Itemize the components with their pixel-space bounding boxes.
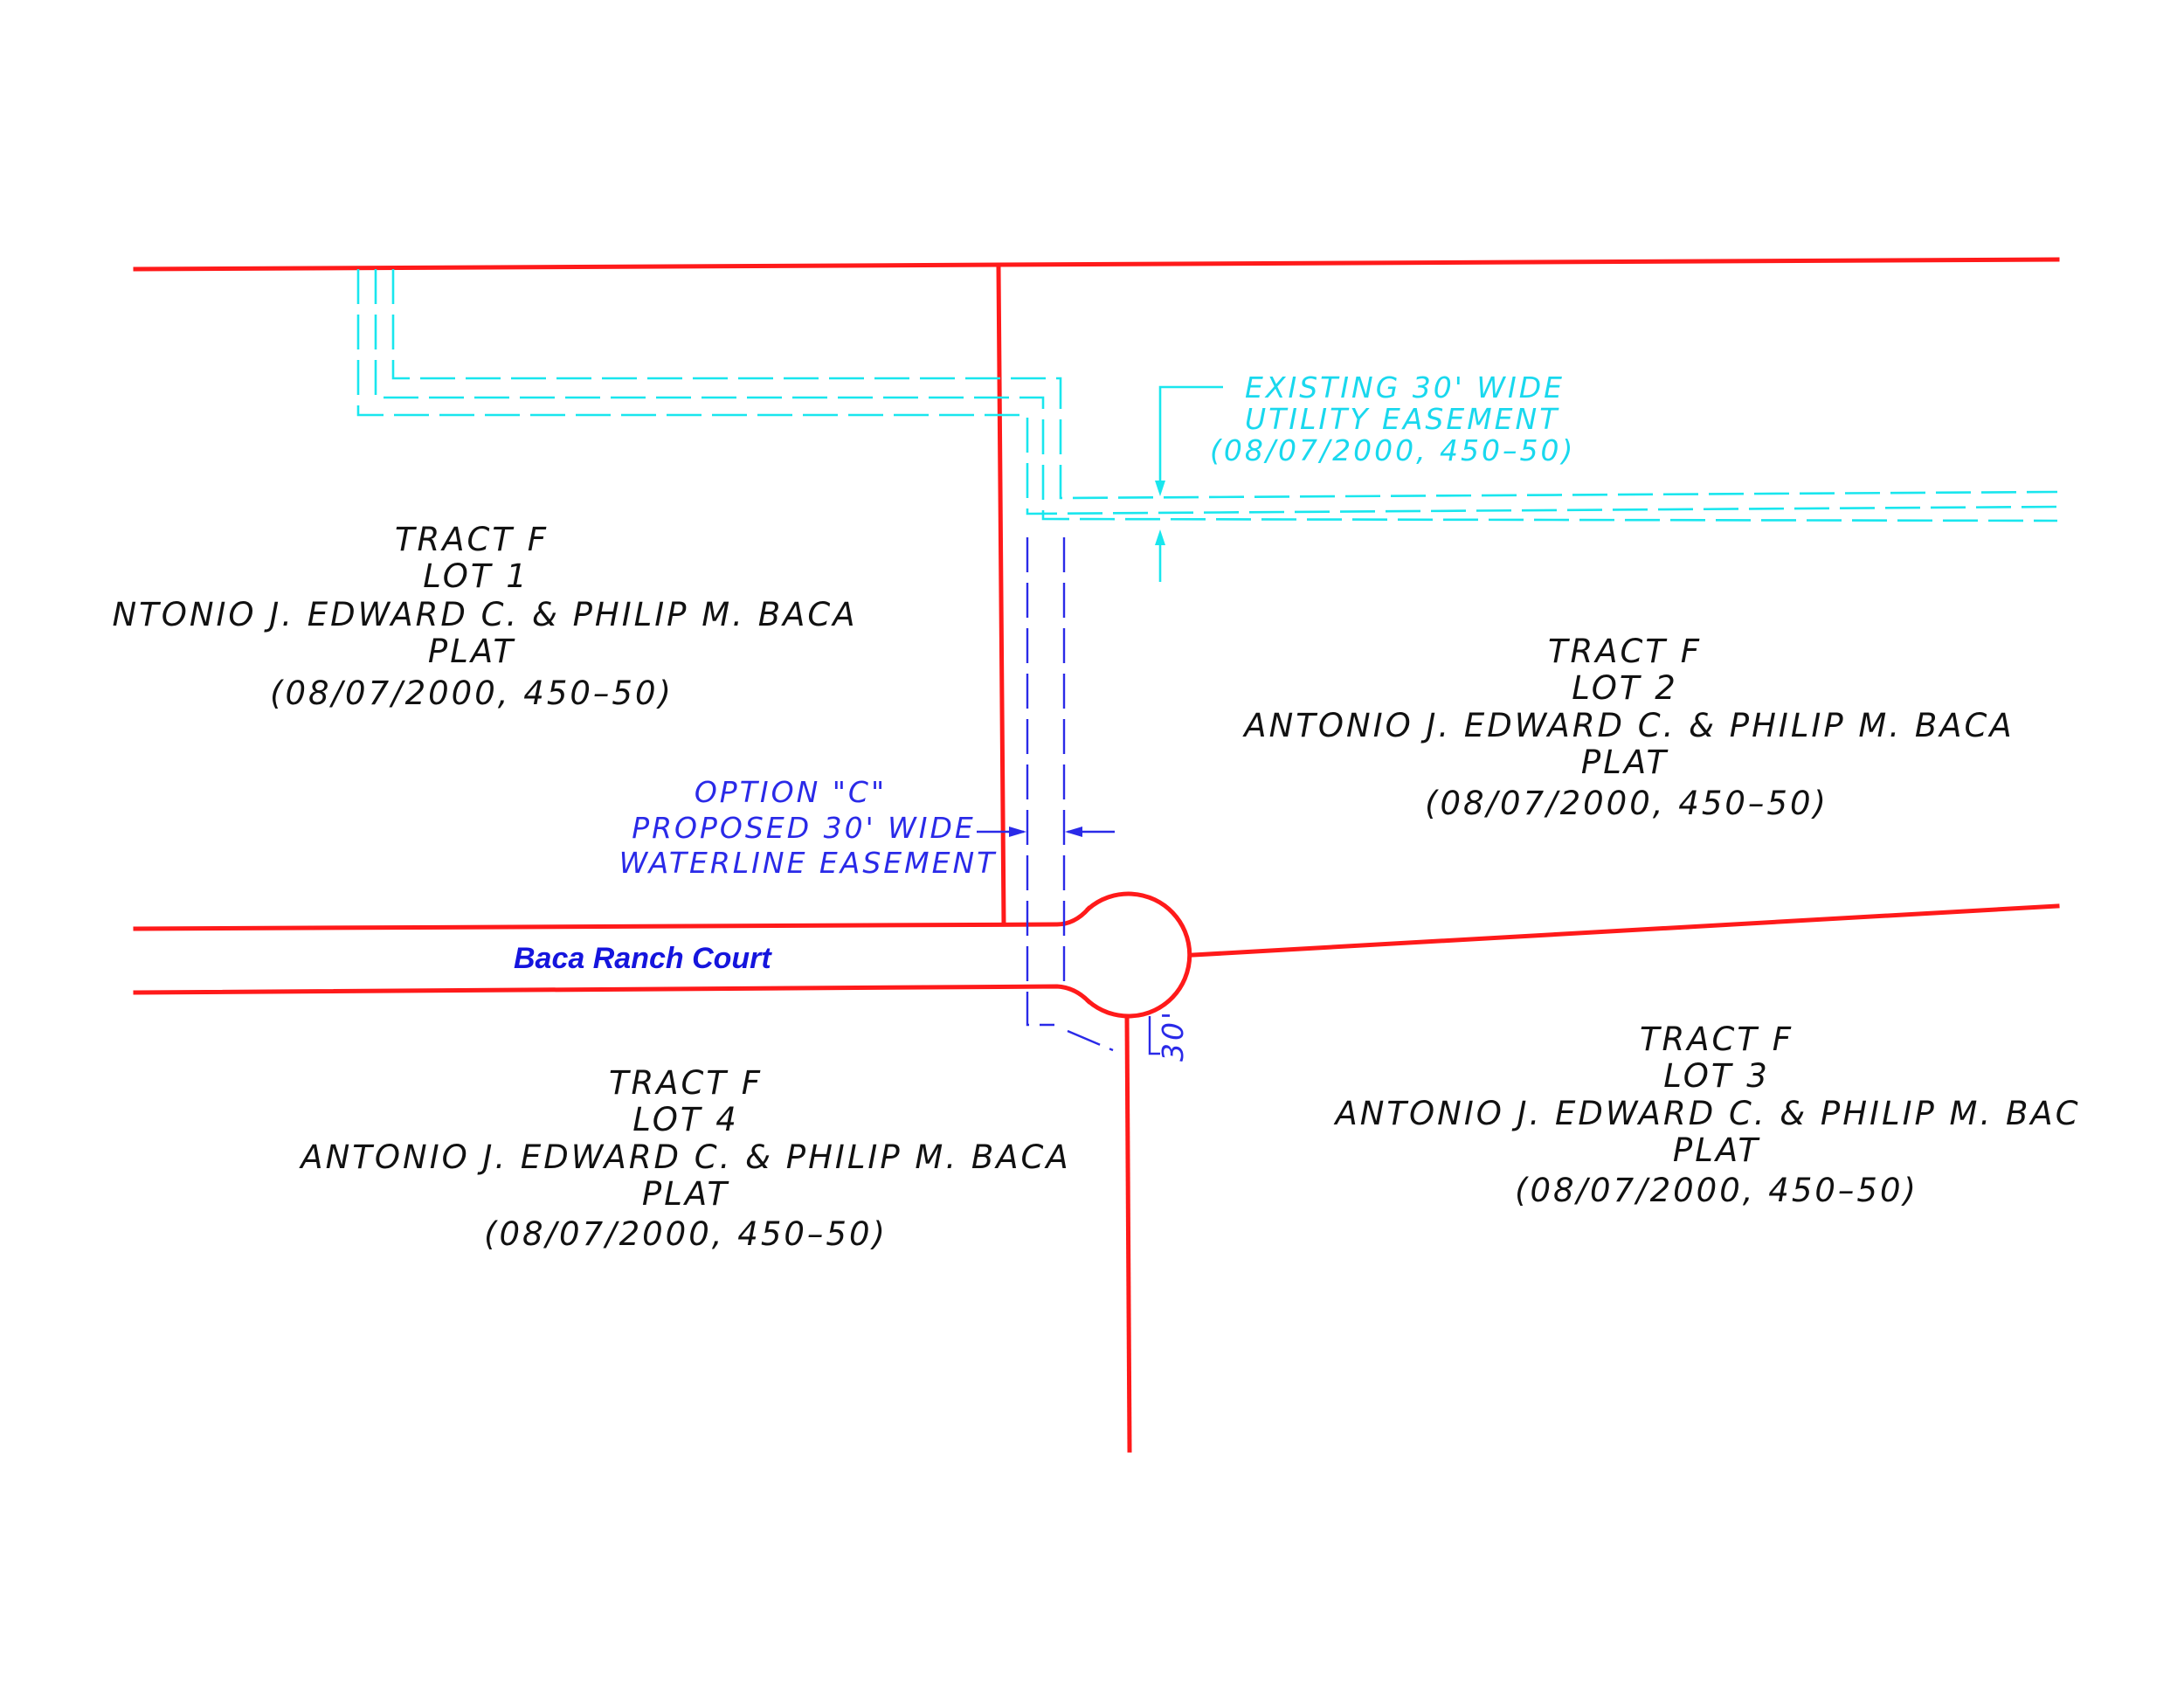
lot1-owner: NTONIO J. EDWARD C. & PHILIP M. BACA xyxy=(112,596,857,633)
proposed-easement-line-2: PROPOSED 30' WIDE xyxy=(632,811,976,845)
lot4-label: TRACT F LOT 4 ANTONIO J. EDWARD C. & PHI… xyxy=(299,1064,1070,1253)
lot3-label: TRACT F LOT 3 ANTONIO J. EDWARD C. & PHI… xyxy=(1333,1020,2080,1209)
proposed-easement-line-3: WATERLINE EASEMENT xyxy=(619,846,998,880)
lot2-owner: ANTONIO J. EDWARD C. & PHILIP M. BACA xyxy=(1242,707,2014,744)
lot4-tract: TRACT F xyxy=(609,1064,763,1102)
parcel-lines xyxy=(133,257,2060,1453)
lot2-doc: PLAT xyxy=(1581,744,1669,781)
lot2-label: TRACT F LOT 2 ANTONIO J. EDWARD C. & PHI… xyxy=(1242,633,2014,822)
waterline-easement-west-line xyxy=(1026,537,1054,1027)
waterline-dimension-left-arrow xyxy=(1009,827,1026,837)
lot1-lot: LOT 1 xyxy=(423,557,529,595)
existing-utility-easement xyxy=(356,269,2058,582)
lot1-doc: PLAT xyxy=(428,633,515,670)
lot4-doc: PLAT xyxy=(642,1175,729,1213)
existing-easement-line-1: EXISTING 30' WIDE xyxy=(1245,370,1565,405)
waterline-easement-arc xyxy=(1067,1029,1114,1052)
existing-easement-line-3: (08/07/2000, 450–50) xyxy=(1210,433,1575,467)
road-north-edge xyxy=(133,905,1092,931)
existing-easement-label: EXISTING 30' WIDE UTILITY EASEMENT (08/0… xyxy=(1210,370,1575,467)
lot3-lot: LOT 3 xyxy=(1663,1057,1770,1095)
lot1-tract: TRACT F xyxy=(395,521,549,558)
utility-easement-arrow-top xyxy=(1155,481,1165,496)
lot2-lot: LOT 2 xyxy=(1572,669,1678,707)
proposed-easement-label: OPTION "C" PROPOSED 30' WIDE WATERLINE E… xyxy=(619,775,998,880)
lot1-lot2-line xyxy=(996,265,1006,927)
cul-de-sac-bulb xyxy=(1085,891,1192,1019)
proposed-waterline-easement: 30' xyxy=(977,537,1190,1062)
lot2-record: (08/07/2000, 450–50) xyxy=(1425,785,1828,822)
waterline-dimension-right-arrow xyxy=(1065,827,1082,837)
utility-easement-outer-line xyxy=(356,269,2058,515)
lot1-label: TRACT F LOT 1 NTONIO J. EDWARD C. & PHIL… xyxy=(112,521,857,712)
north-boundary-line xyxy=(133,257,2060,272)
road-south-edge xyxy=(133,984,1092,1005)
proposed-easement-line-1: OPTION "C" xyxy=(695,775,887,809)
existing-easement-line-2: UTILITY EASEMENT xyxy=(1245,402,1559,436)
road-label: Baca Ranch Court xyxy=(514,942,772,975)
lot3-owner: ANTONIO J. EDWARD C. & PHILIP M. BAC xyxy=(1333,1095,2080,1132)
lot2-lot3-line xyxy=(1191,903,2060,958)
utility-easement-dimension-leader xyxy=(1158,385,1223,491)
lot3-doc: PLAT xyxy=(1673,1131,1760,1169)
lot2-tract: TRACT F xyxy=(1548,633,1702,670)
lot3-lot4-line xyxy=(1124,1013,1132,1453)
lot4-record: (08/07/2000, 450–50) xyxy=(484,1215,888,1253)
lot3-tract: TRACT F xyxy=(1640,1020,1794,1058)
cul-de-sac-dimension-label: 30' xyxy=(1156,1009,1190,1062)
utility-easement-arrow-bottom xyxy=(1155,529,1165,545)
lot4-lot: LOT 4 xyxy=(632,1101,739,1138)
lot4-owner: ANTONIO J. EDWARD C. & PHILIP M. BACA xyxy=(299,1138,1070,1176)
utility-easement-inner-line xyxy=(391,269,2058,500)
cul-de-sac-dimension-tick xyxy=(1148,1016,1160,1055)
lot3-record: (08/07/2000, 450–50) xyxy=(1515,1172,1918,1209)
lot1-record: (08/07/2000, 450–50) xyxy=(270,675,674,712)
utility-easement-center-line xyxy=(374,269,2058,522)
